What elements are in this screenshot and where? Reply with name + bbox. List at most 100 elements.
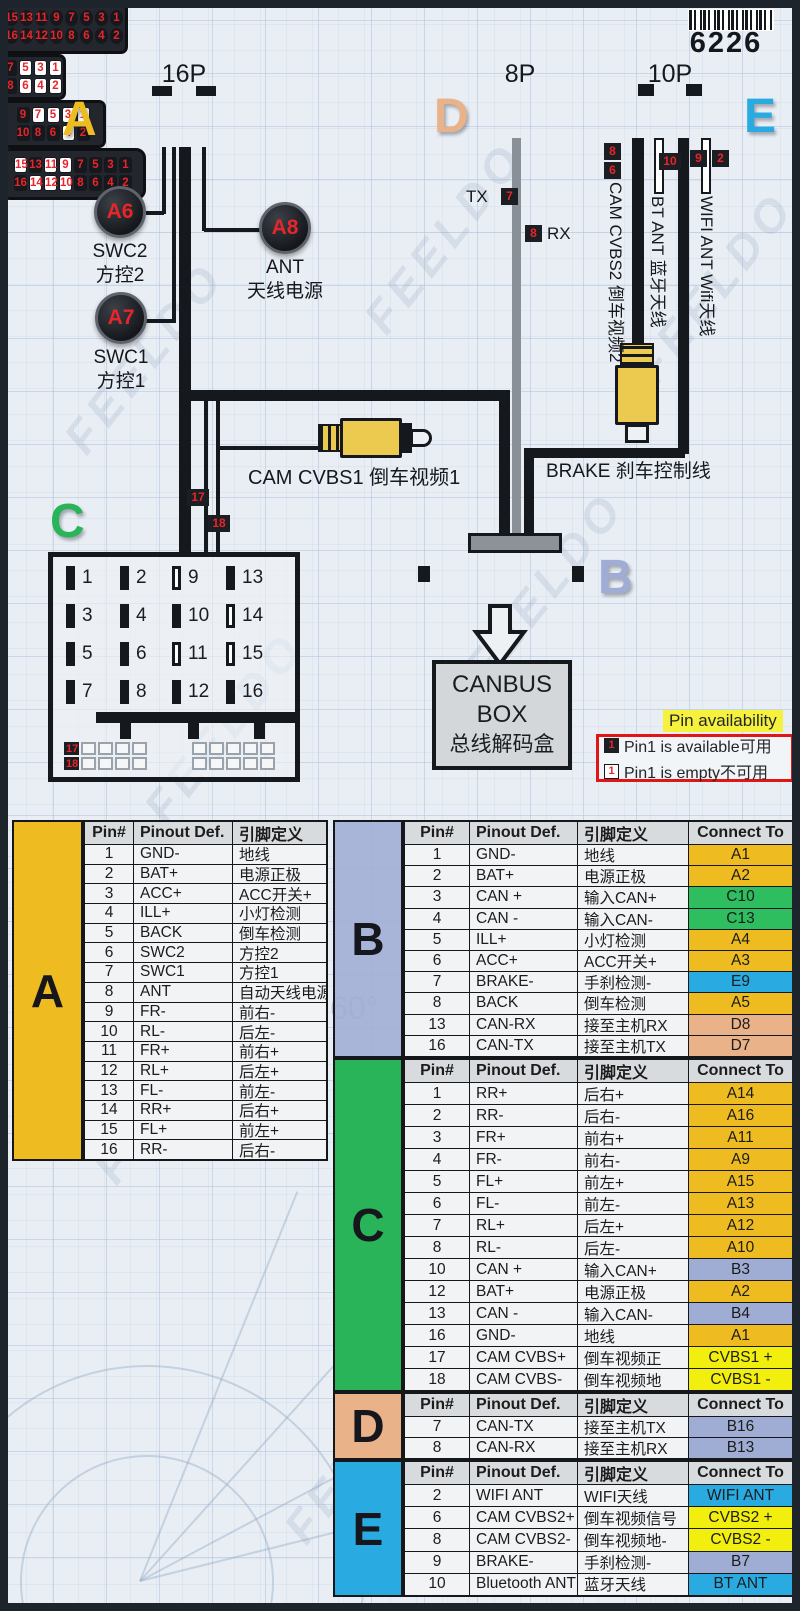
connector-A-pin-2: 2 [110,28,123,44]
wire-a-to-b [499,390,510,548]
cell-def: CAM CVBS+ [470,1347,577,1368]
cell-cn: WIFI天线 [578,1485,688,1507]
cell-def: ACC+ [470,950,577,972]
wire-a7 [172,147,176,323]
connector-c-pin-12: 12 [172,680,209,704]
cell-connect: A13 [689,1193,792,1214]
connector-c-pin-13-number: 13 [242,567,264,588]
connector-A-pin-6: 6 [80,28,93,44]
column-header-pin: Pin# [405,1462,469,1484]
connector-D-pin-6: 6 [19,78,32,94]
aux-empty-cell [226,757,241,770]
connector-A-pin-16: 16 [5,28,18,44]
connector-c-pin-10-slot [172,604,181,628]
rca-cvbs1-ribs [318,424,342,452]
aux-empty-cell [132,742,147,755]
connector-c-pin-7-number: 7 [82,681,93,702]
cell-def: RR+ [134,1100,232,1120]
aux-empty-cell [192,742,207,755]
cell-cn: 前左- [578,1193,688,1214]
wire-a6 [162,147,166,214]
e-pin2-box: 2 [712,150,729,167]
column-header-pin: Pin# [405,1394,469,1416]
cell-pin: 6 [405,1193,469,1214]
cell-def: RL+ [134,1061,232,1081]
cell-cn: 后左+ [578,1215,688,1236]
cell-pin: 11 [85,1041,133,1061]
aux-empty-cell [226,742,241,755]
wifi-ant-wire-label: WIFI ANT Wifi天线 [697,196,716,337]
cell-cn: 蓝牙天线 [578,1573,688,1595]
connector-e-notch [686,84,702,96]
connector-c-pin-16-number: 16 [242,681,264,702]
connector-c-pin-4-number: 4 [136,605,147,626]
connector-c-pin-2: 2 [120,566,147,590]
connector-d-title: 8P [504,60,536,88]
cell-cn: 电源正极 [578,1281,688,1302]
connector-E-pin-7: 7 [31,107,45,123]
c-pin18-box: 18 [208,515,230,532]
cell-def: CAN-RX [470,1438,577,1458]
cell-def: GND- [470,845,577,866]
connector-c-aux-grid-right [192,742,275,770]
cell-cn: 小灯检测 [233,904,326,923]
connector-E-pin-3: 3 [61,107,75,123]
cell-pin: 18 [405,1369,469,1390]
aux-right-row [192,757,275,770]
cell-pin: 2 [85,864,133,884]
cell-connect: A15 [689,1171,792,1192]
connector-c-keyway [188,723,199,739]
connector-B-pin-12: 12 [44,175,58,191]
cell-pin: 10 [405,1259,469,1280]
connector-e-letter: E [744,90,777,143]
cell-cn: 前右+ [578,1127,688,1148]
cell-pin: 6 [405,950,469,972]
connector-c-pin-12-number: 12 [188,681,210,702]
connector-c-pin-7-slot [66,680,75,704]
connector-E-pin-4: 4 [61,125,75,141]
cell-def: CAM CVBS2+ [470,1507,577,1529]
cell-connect: C10 [689,887,792,908]
wire-a6 [146,211,164,215]
connector-c-pin-11: 11 [172,642,208,666]
wire-a7 [146,319,174,323]
wire-a8 [204,228,260,232]
cell-pin: 16 [405,1325,469,1346]
callout-a7: A7 [95,292,147,344]
cell-def: RR- [470,1105,577,1126]
wire-cvbs2 [632,138,644,345]
cell-cn: 小灯检测 [578,929,688,950]
wire-cvbs1 [216,446,320,450]
connector-c-pin-16: 16 [226,680,263,704]
cell-connect: CVBS1 - [689,1369,792,1390]
connector-E-pin-5: 5 [46,107,60,123]
connector-b-boot [468,533,562,553]
connector-c-pin-14-slot [226,604,235,628]
connector-d-letter: D [434,90,469,143]
legend-empty-pin-icon: 1 [604,763,619,779]
wire-a-trunk [179,147,191,552]
column-header-cn: 引脚定义 [578,1394,688,1416]
cell-pin: 6 [405,1507,469,1529]
cell-pin: 12 [85,1061,133,1081]
cell-pin: 12 [405,1281,469,1302]
cell-cn: 方控2 [233,943,326,963]
column-header-cn: 引脚定义 [233,822,326,844]
cell-cn: 输入CAN+ [578,887,688,908]
cell-pin: 13 [405,1014,469,1035]
connector-c-pin-5-slot [66,642,75,666]
